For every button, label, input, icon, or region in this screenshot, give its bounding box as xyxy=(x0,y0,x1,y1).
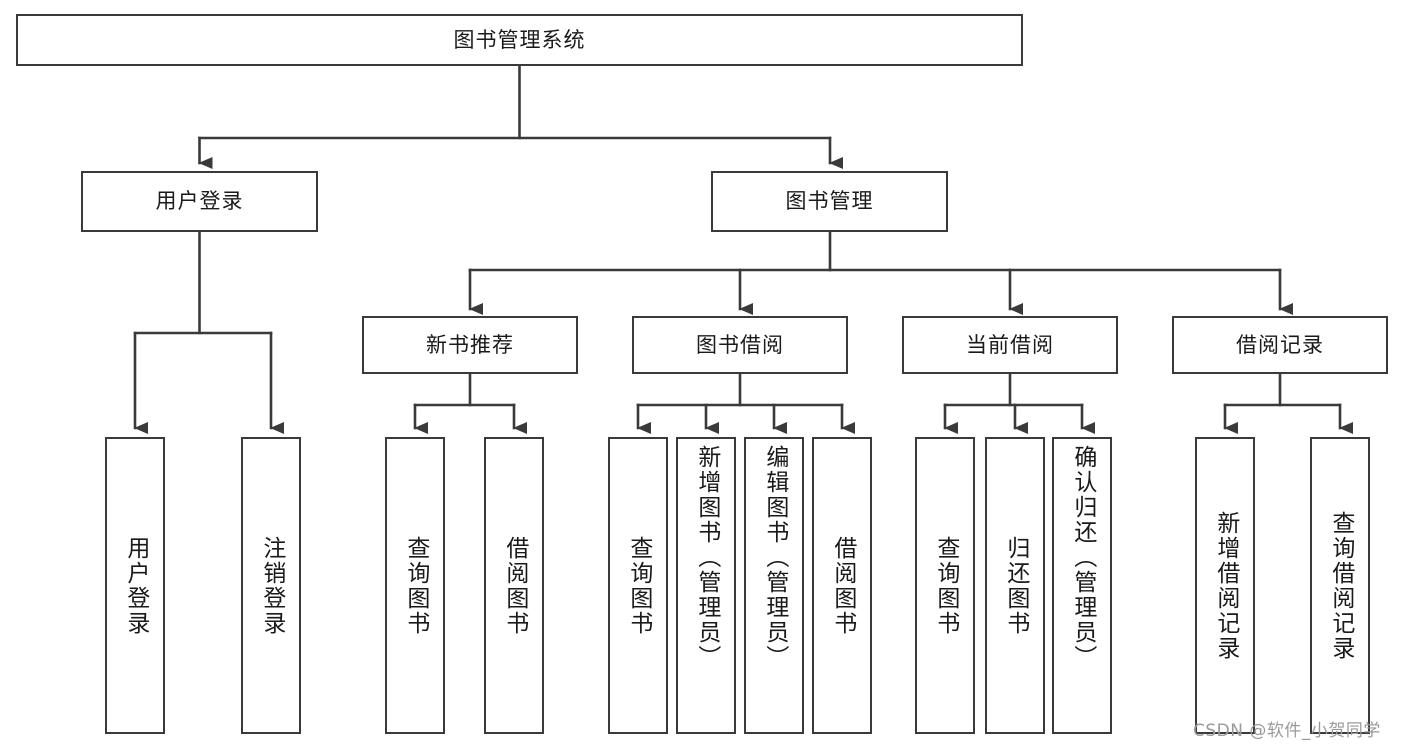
node-leaf-query-book-2-label: 查询图书 xyxy=(625,535,652,636)
node-book-borrow-label: 图书借阅 xyxy=(696,332,784,357)
node-new-book-recommend[interactable]: 新书推荐 xyxy=(362,316,578,374)
node-leaf-borrow-book-2[interactable]: 借阅图书 xyxy=(812,437,872,734)
node-leaf-return-book[interactable]: 归还图书 xyxy=(985,437,1045,734)
node-leaf-return-book-label: 归还图书 xyxy=(1002,535,1029,636)
node-leaf-add-book-label: 新增图书（管理员） xyxy=(693,445,720,670)
node-leaf-confirm-return[interactable]: 确认归还（管理员） xyxy=(1052,437,1112,734)
node-book-management[interactable]: 图书管理 xyxy=(711,171,948,232)
node-leaf-borrow-book-1[interactable]: 借阅图书 xyxy=(484,437,544,734)
node-leaf-borrow-book-2-label: 借阅图书 xyxy=(829,535,856,636)
csdn-watermark: CSDN @软件_小贺同学 xyxy=(1193,721,1381,741)
node-root[interactable]: 图书管理系统 xyxy=(16,14,1023,66)
node-leaf-user-login-label: 用户登录 xyxy=(122,535,149,636)
node-leaf-edit-book-label: 编辑图书（管理员） xyxy=(761,445,788,670)
node-leaf-logout-login-label: 注销登录 xyxy=(258,535,285,636)
node-current-borrow-label: 当前借阅 xyxy=(966,332,1054,357)
node-leaf-add-book[interactable]: 新增图书（管理员） xyxy=(676,437,736,734)
node-leaf-logout-login[interactable]: 注销登录 xyxy=(241,437,301,734)
node-leaf-edit-book[interactable]: 编辑图书（管理员） xyxy=(744,437,804,734)
node-leaf-query-book-2[interactable]: 查询图书 xyxy=(608,437,668,734)
node-book-management-label: 图书管理 xyxy=(785,189,874,214)
node-leaf-query-book-3-label: 查询图书 xyxy=(932,535,959,636)
node-root-label: 图书管理系统 xyxy=(453,27,586,52)
node-leaf-borrow-book-1-label: 借阅图书 xyxy=(501,535,528,636)
node-borrow-record[interactable]: 借阅记录 xyxy=(1172,316,1388,374)
node-new-book-recommend-label: 新书推荐 xyxy=(426,332,514,357)
node-leaf-query-record[interactable]: 查询借阅记录 xyxy=(1310,437,1370,734)
node-user-login[interactable]: 用户登录 xyxy=(81,171,318,232)
node-leaf-add-record[interactable]: 新增借阅记录 xyxy=(1195,437,1255,734)
node-current-borrow[interactable]: 当前借阅 xyxy=(902,316,1118,374)
node-leaf-query-record-label: 查询借阅记录 xyxy=(1327,510,1354,661)
node-leaf-query-book-3[interactable]: 查询图书 xyxy=(915,437,975,734)
node-user-login-label: 用户登录 xyxy=(155,189,244,214)
node-leaf-add-record-label: 新增借阅记录 xyxy=(1212,510,1239,661)
node-leaf-confirm-return-label: 确认归还（管理员） xyxy=(1069,445,1096,670)
node-leaf-query-book-1-label: 查询图书 xyxy=(402,535,429,636)
node-borrow-record-label: 借阅记录 xyxy=(1236,332,1324,357)
node-book-borrow[interactable]: 图书借阅 xyxy=(632,316,848,374)
node-leaf-query-book-1[interactable]: 查询图书 xyxy=(385,437,445,734)
node-leaf-user-login[interactable]: 用户登录 xyxy=(105,437,165,734)
